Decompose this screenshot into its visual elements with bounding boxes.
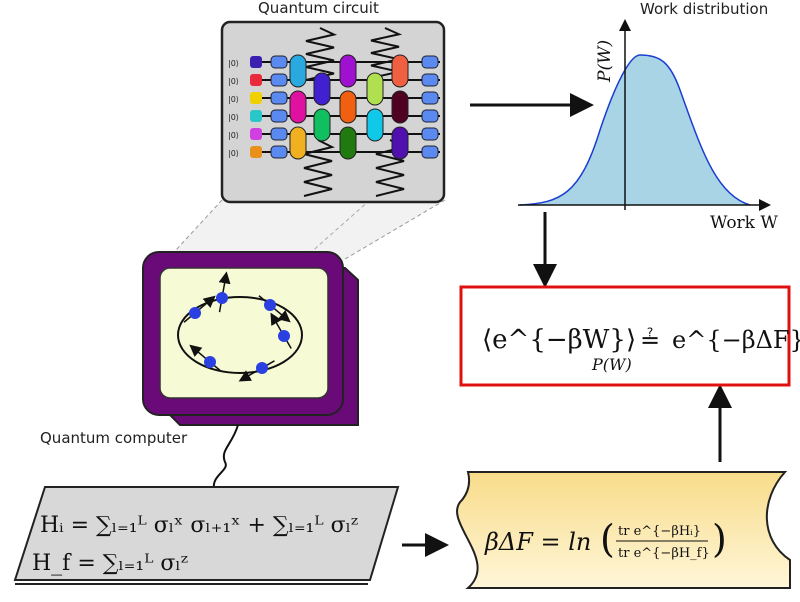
measurement-icon bbox=[421, 73, 439, 87]
two-qubit-gate bbox=[339, 54, 357, 88]
spin-qubit bbox=[264, 299, 276, 311]
jarzynski-rhs: e^{−βΔF} bbox=[672, 326, 800, 354]
hamiltonian-final: H_f = ∑ₗ₌₁ᴸ σₗᶻ bbox=[32, 551, 188, 576]
gate-single bbox=[270, 109, 288, 123]
two-qubit-gate bbox=[313, 72, 331, 106]
two-qubit-gate bbox=[366, 108, 384, 142]
measurement-icon bbox=[421, 91, 439, 105]
distribution-curve bbox=[520, 55, 750, 205]
work-distribution-plot: Work distribution P(W) Work W bbox=[518, 0, 778, 233]
quantum-computer bbox=[142, 251, 359, 426]
measurement-icon bbox=[421, 127, 439, 141]
jarzynski-box bbox=[459, 285, 791, 387]
jarzynski-lhs: ⟨e^{−βW}⟩ bbox=[482, 325, 636, 355]
noise-squiggle bbox=[370, 27, 403, 79]
measurement-icon bbox=[421, 109, 439, 123]
spin-qubit bbox=[216, 292, 228, 304]
qubit-state bbox=[250, 56, 262, 68]
ket-label: |0⟩ bbox=[228, 149, 239, 158]
plot-title: Work distribution bbox=[640, 0, 768, 18]
ket-label: |0⟩ bbox=[228, 95, 239, 104]
spin-qubit bbox=[189, 307, 201, 319]
measurement-icon bbox=[421, 55, 439, 69]
qubit-state bbox=[250, 110, 262, 122]
qubit-state bbox=[250, 146, 262, 158]
paren-open: ( bbox=[600, 517, 615, 561]
hamiltonian-initial: Hᵢ = ∑ₗ₌₁ᴸ σₗˣ σₗ₊₁ˣ + ∑ₗ₌₁ᴸ σₗᶻ bbox=[40, 513, 358, 538]
ket-label: |0⟩ bbox=[228, 131, 239, 140]
spin-qubit bbox=[204, 356, 216, 368]
circuit-title: Quantum circuit bbox=[258, 0, 379, 17]
zoom-projection bbox=[165, 200, 445, 262]
qubit-state bbox=[250, 74, 262, 86]
gate-single bbox=[270, 73, 288, 87]
spin-qubit bbox=[256, 362, 268, 374]
two-qubit-gate bbox=[313, 108, 331, 142]
two-qubit-gate bbox=[391, 126, 409, 160]
gate-single bbox=[270, 145, 288, 159]
paren-close: ) bbox=[712, 517, 727, 561]
noise-squiggle bbox=[303, 139, 335, 197]
two-qubit-gate bbox=[289, 90, 307, 124]
free-energy-scroll bbox=[456, 471, 791, 589]
two-qubit-gate bbox=[289, 126, 307, 160]
jarzynski-eq: ≟ bbox=[640, 326, 660, 354]
free-energy-lhs: βΔF = ln bbox=[484, 528, 591, 556]
gate-single bbox=[270, 55, 288, 69]
noise-squiggle bbox=[305, 27, 338, 81]
spin-qubit bbox=[278, 330, 290, 342]
jarzynski-subscript: P(W) bbox=[591, 355, 632, 374]
ket-label: |0⟩ bbox=[228, 77, 239, 86]
two-qubit-gate bbox=[339, 126, 357, 160]
circuit-drawing: |0⟩ |0⟩ |0⟩ |0⟩ |0⟩ |0⟩ bbox=[228, 27, 440, 197]
two-qubit-gate bbox=[391, 54, 409, 88]
computer-label: Quantum computer bbox=[40, 429, 188, 447]
cable bbox=[212, 424, 239, 489]
measurement-icon bbox=[421, 145, 439, 159]
y-axis-label: P(W) bbox=[595, 40, 615, 83]
two-qubit-gate bbox=[339, 90, 357, 124]
free-energy-denominator: tr e^{−βH_f} bbox=[618, 546, 710, 561]
qubit-state bbox=[250, 92, 262, 104]
ket-label: |0⟩ bbox=[228, 59, 239, 68]
free-energy-numerator: tr e^{−βHᵢ} bbox=[618, 524, 701, 539]
hamiltonian-plate bbox=[13, 486, 400, 581]
two-qubit-gate bbox=[366, 72, 384, 106]
ket-label: |0⟩ bbox=[228, 113, 239, 122]
qubit-state bbox=[250, 128, 262, 140]
two-qubit-gate bbox=[391, 90, 409, 124]
x-axis-label: Work W bbox=[710, 213, 778, 233]
two-qubit-gate bbox=[289, 54, 307, 88]
gate-single bbox=[270, 91, 288, 105]
gate-single bbox=[270, 127, 288, 141]
spin-chain bbox=[183, 271, 292, 382]
